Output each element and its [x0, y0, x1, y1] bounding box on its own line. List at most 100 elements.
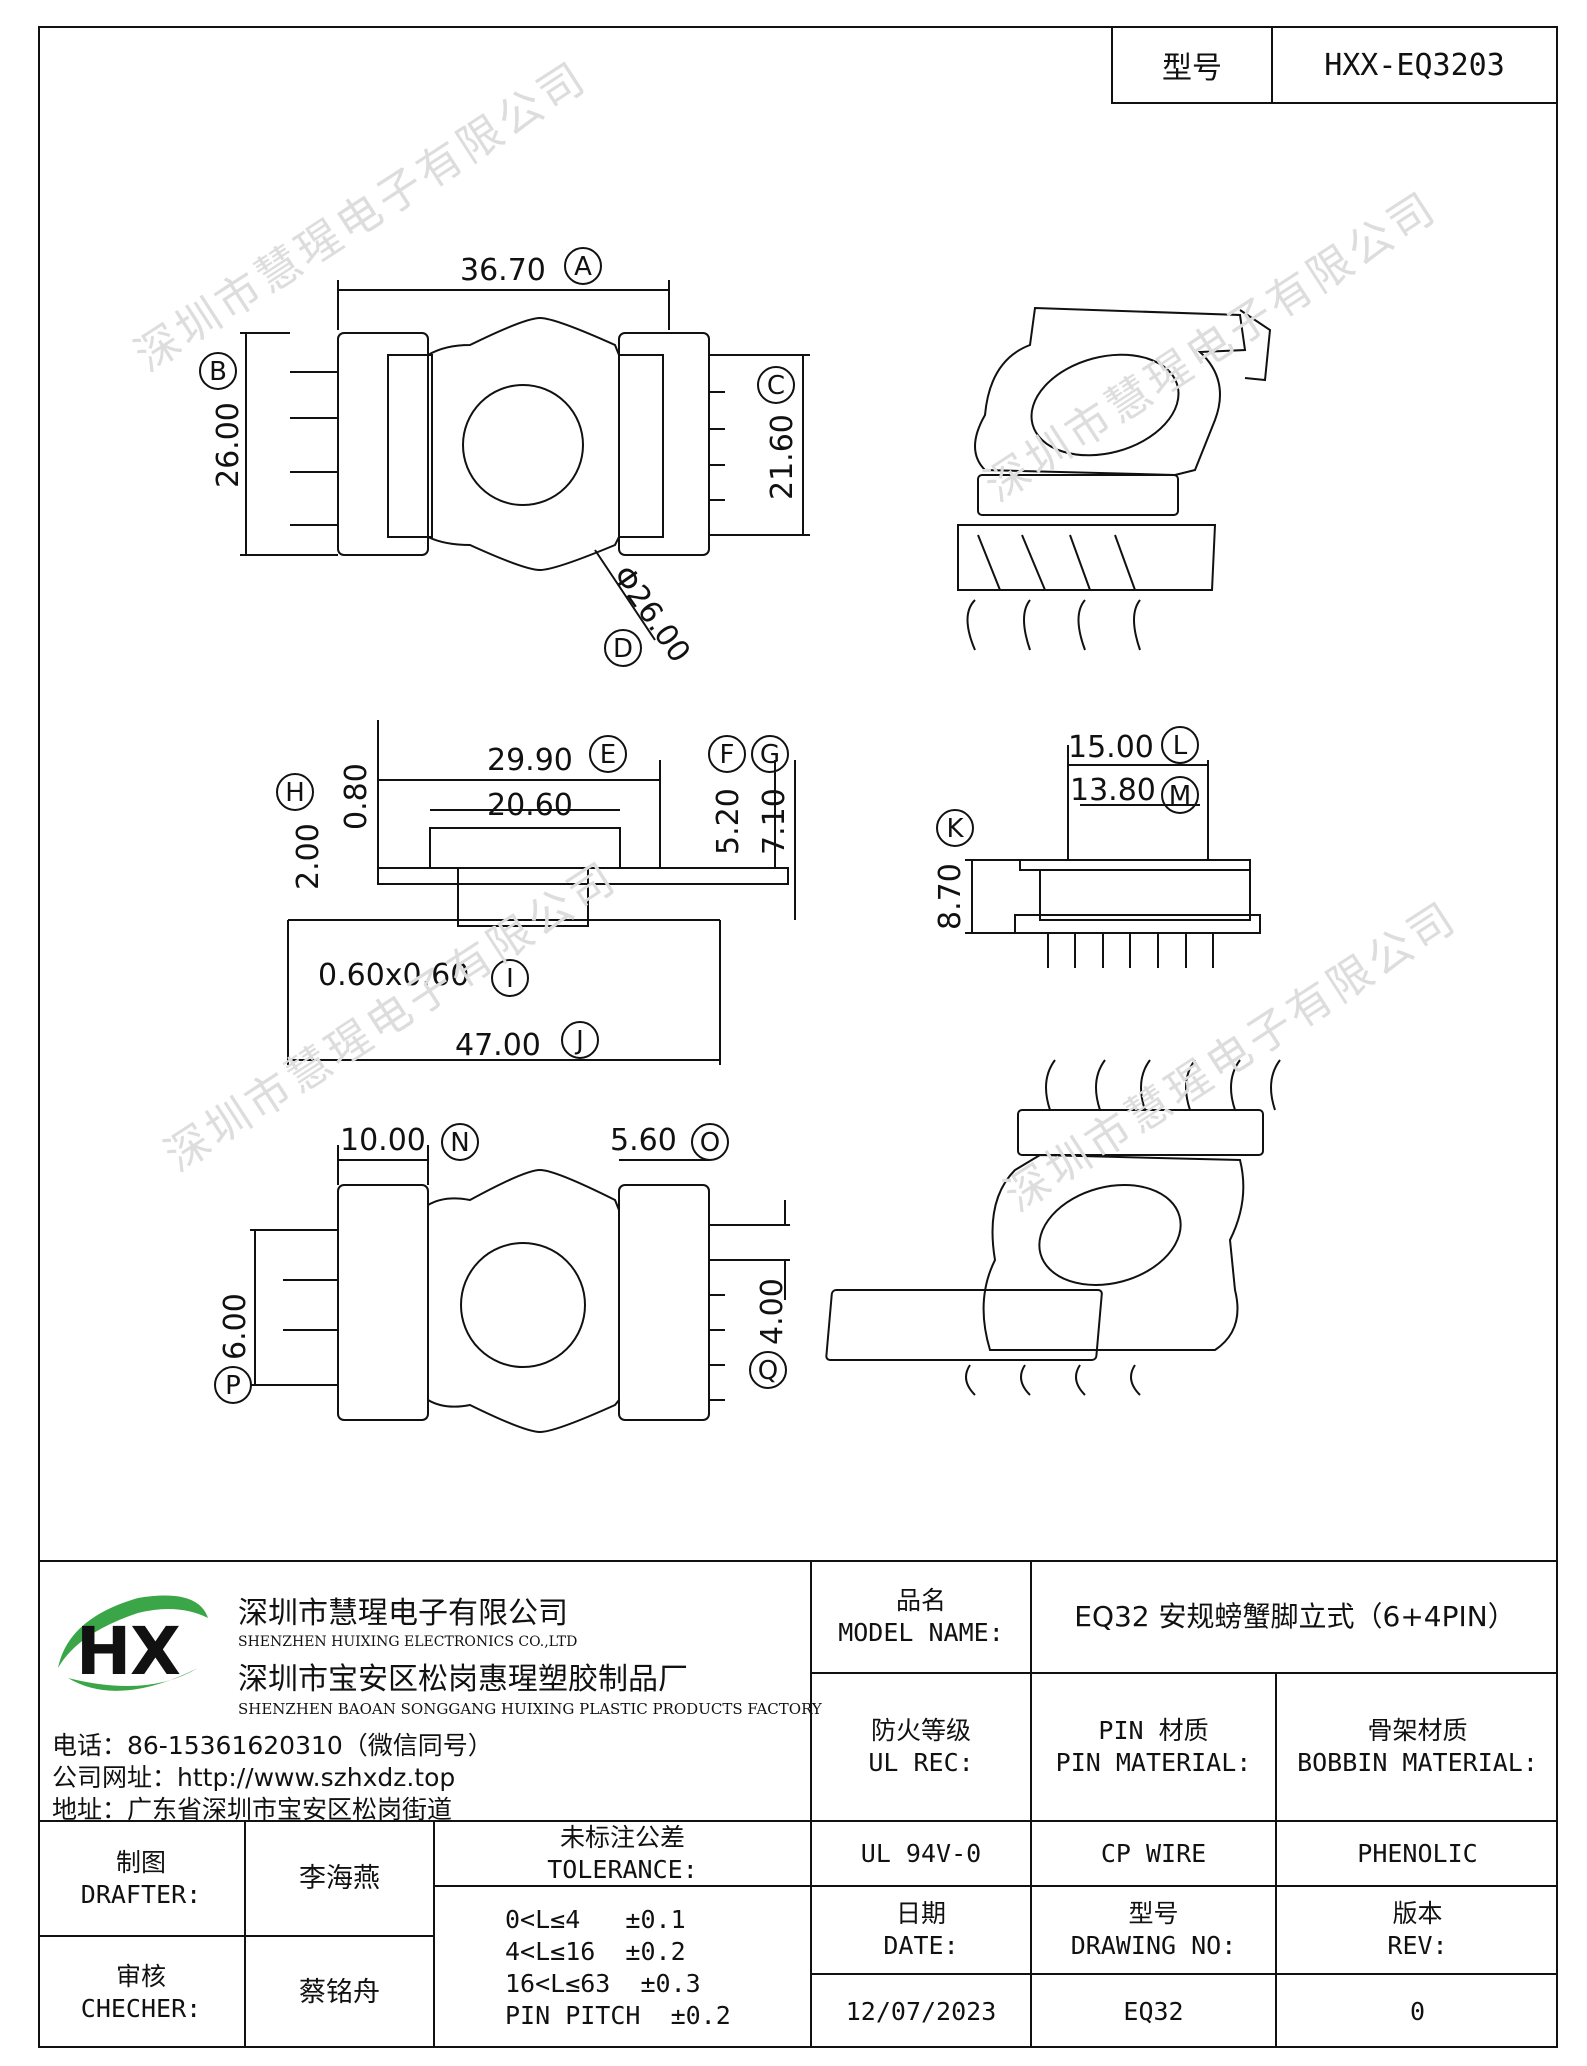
dim-e: 29.90: [487, 743, 573, 778]
label-i: I: [506, 964, 514, 994]
rev-en: REV:: [1387, 1931, 1448, 1960]
tolerance-line: 0<L≤4 ±0.1: [505, 1904, 686, 1934]
drafter-en: DRAFTER:: [80, 1879, 202, 1909]
label-g: G: [760, 740, 780, 770]
drafter-cn: 制图: [115, 1847, 166, 1877]
tolerance-header: 未标注公差 TOLERANCE:: [435, 1822, 810, 1885]
label-l: L: [1173, 731, 1188, 761]
label-circle: [564, 247, 602, 285]
company-website: 公司网址：http://www.szhxdz.top: [52, 1763, 456, 1792]
company-phone: 电话：86-15361620310（微信同号）: [52, 1731, 493, 1760]
tolerance-line: 4<L≤16 ±0.2: [505, 1936, 686, 1966]
label-q: Q: [758, 1356, 778, 1386]
top-view: [240, 280, 810, 641]
dim-l: 15.00: [1068, 730, 1154, 765]
date-cn: 日期: [895, 1899, 946, 1928]
model-name-en: MODEL NAME:: [838, 1618, 1004, 1647]
front-view: [965, 745, 1261, 968]
fire-rating-value: UL 94V-0: [860, 1838, 982, 1868]
bobbin-material-en: BOBBIN MATERIAL:: [1297, 1748, 1538, 1777]
date-value: 12/07/2023: [845, 1996, 997, 2026]
label-circle: [708, 735, 746, 773]
rev-cn: 版本: [1392, 1899, 1443, 1928]
iso-view-2: [825, 1059, 1281, 1396]
tolerance-line: 16<L≤63 ±0.3: [505, 1968, 701, 1998]
pin-material-cn: PIN 材质: [1098, 1716, 1209, 1745]
bobbin-material-cn: 骨架材质: [1367, 1716, 1468, 1745]
company-name-cn: 深圳市慧瑆电子有限公司: [238, 1596, 568, 1631]
label-o: O: [700, 1128, 720, 1158]
drawing-no-value: EQ32: [1123, 1996, 1184, 2026]
label-circle: [604, 629, 642, 667]
drafter-name: 李海燕: [299, 1862, 380, 1894]
label-p: P: [225, 1371, 241, 1401]
company-address: 地址：广东省深圳市宝安区松岗街道: [52, 1795, 453, 1824]
date-en: DATE:: [883, 1931, 959, 1960]
label-circle: [691, 1123, 729, 1161]
fire-rating-en: UL REC:: [868, 1748, 974, 1777]
dim-g: 7.10: [757, 788, 792, 855]
label-j: J: [574, 1026, 584, 1056]
iso-view-1: [957, 306, 1272, 651]
drawing-no-cn: 型号: [1128, 1899, 1179, 1928]
dim-k: 8.70: [933, 863, 968, 930]
dim-c: 21.60: [765, 414, 800, 500]
label-circle: [757, 366, 795, 404]
dim-i: 0.60x0.60: [318, 958, 469, 993]
model-name-cn: 品名: [895, 1586, 946, 1615]
dim-a: 36.70: [460, 253, 546, 288]
drawing-no-header: 型号 DRAWING NO:: [1032, 1887, 1275, 1973]
drawing-no-en: DRAWING NO:: [1070, 1931, 1237, 1960]
dim-q: 4.00: [755, 1278, 790, 1345]
label-f: F: [720, 740, 735, 770]
label-n: N: [450, 1128, 469, 1158]
label-h: H: [285, 778, 305, 808]
dim-h: 2.00: [291, 823, 326, 890]
bobbin-material-header: 骨架材质 BOBBIN MATERIAL:: [1277, 1674, 1558, 1820]
dim-p: 6.00: [218, 1293, 253, 1360]
drafter-header: 制图 DRAFTER:: [38, 1822, 244, 1935]
label-circle: [276, 773, 314, 811]
label-circle: [749, 1351, 787, 1389]
label-a: A: [574, 252, 592, 282]
label-circle: [491, 959, 529, 997]
label-circle: [936, 809, 974, 847]
company-logo: H X: [58, 1595, 208, 1691]
tolerance-values: 0<L≤4 ±0.1 4<L≤16 ±0.2 16<L≤63 ±0.3 PIN …: [435, 1887, 810, 2048]
rev-header: 版本 REV:: [1277, 1887, 1558, 1973]
dim-n: 10.00: [340, 1123, 426, 1158]
model-name-header: 品名 MODEL NAME:: [812, 1562, 1030, 1672]
factory-name-en: SHENZHEN BAOAN SONGGANG HUIXING PLASTIC …: [238, 1700, 822, 1718]
model-value: HXX-EQ3203: [1271, 26, 1558, 104]
label-d: D: [613, 634, 633, 664]
label-circle: [199, 352, 237, 390]
checker-cn: 审核: [115, 1961, 166, 1991]
tolerance-line: PIN PITCH ±0.2: [505, 2000, 731, 2030]
bobbin-material-value: PHENOLIC: [1357, 1838, 1478, 1868]
dim-h2: 0.80: [339, 763, 374, 830]
company-name-en: SHENZHEN HUIXING ELECTRONICS CO.,LTD: [238, 1634, 578, 1650]
drawing-frame: [38, 26, 1558, 2048]
fire-rating-cn: 防火等级: [870, 1716, 971, 1745]
pin-material-en: PIN MATERIAL:: [1055, 1748, 1252, 1777]
label-e: E: [600, 740, 616, 770]
dim-o: 5.60: [610, 1123, 677, 1158]
tolerance-cn: 未标注公差: [559, 1822, 685, 1852]
checker-name: 蔡铭舟: [299, 1976, 380, 2008]
label-k: K: [946, 814, 964, 844]
pin-material-header: PIN 材质 PIN MATERIAL:: [1032, 1674, 1275, 1820]
fire-rating-header: 防火等级 UL REC:: [812, 1674, 1030, 1820]
label-circle: [561, 1021, 599, 1059]
date-header: 日期 DATE:: [812, 1887, 1030, 1973]
label-circle: [214, 1366, 252, 1404]
label-circle: [751, 735, 789, 773]
model-label: 型号: [1111, 26, 1273, 104]
pin-material-value: CP WIRE: [1100, 1838, 1207, 1868]
checker-header: 审核 CHECHER:: [38, 1937, 244, 2048]
side-view: [287, 720, 796, 1065]
label-c: C: [767, 371, 785, 401]
dim-m: 13.80: [1070, 773, 1156, 808]
model-name-value: EQ32 安规螃蟹脚立式（6+4PIN）: [1074, 1600, 1516, 1633]
label-m: M: [1169, 781, 1191, 811]
tolerance-en: TOLERANCE:: [547, 1854, 698, 1884]
